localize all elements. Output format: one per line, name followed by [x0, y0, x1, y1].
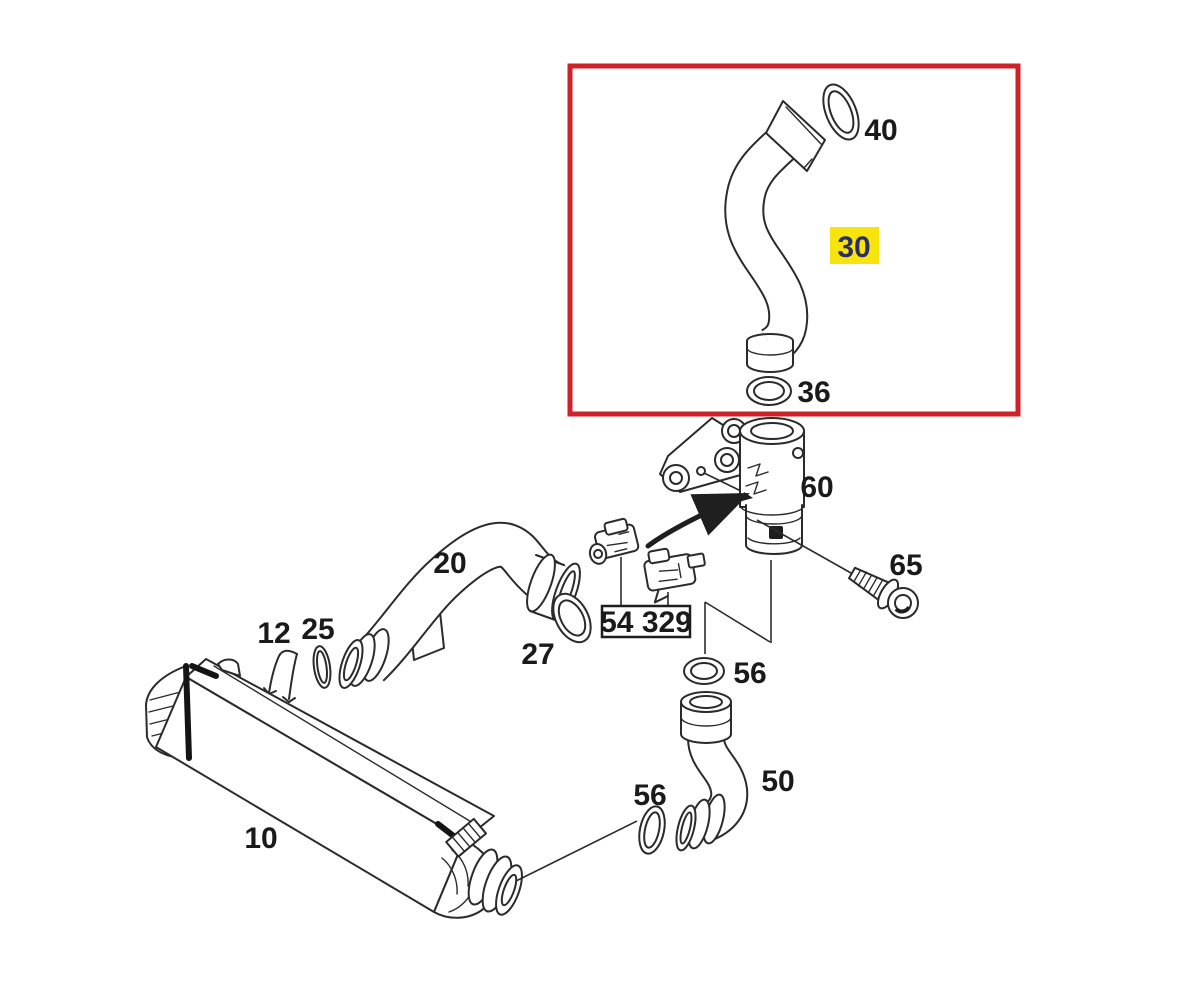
intercooler-outlet-rings	[467, 848, 523, 916]
hose-30-top-cuff	[765, 100, 826, 172]
part-36-label: 36	[797, 376, 830, 409]
highlight-label-30-bg	[830, 227, 879, 264]
hose-20	[338, 521, 581, 689]
hose-30	[724, 100, 826, 373]
part-65-label: 65	[889, 549, 922, 582]
seal-ring-56-upper	[683, 657, 725, 685]
bolt-head	[887, 587, 919, 619]
bolt-65	[756, 519, 919, 619]
part-27-label: 27	[521, 638, 554, 671]
part-12-label: 12	[257, 617, 290, 650]
part-54-329-label: 54 329	[600, 606, 692, 639]
seal-ring-27	[552, 592, 592, 644]
intercooler-10	[145, 658, 523, 919]
part-number-box	[600, 604, 692, 639]
connection-leader-lines	[704, 560, 772, 654]
pointer-arrow	[645, 493, 750, 549]
seal-ring-56-lower	[638, 805, 666, 855]
part-56-upper-label: 56	[733, 657, 766, 690]
seal-ring-25	[312, 645, 332, 689]
part-25-label: 25	[301, 613, 334, 646]
part-30-label: 30	[837, 231, 870, 264]
hose-50	[675, 691, 749, 852]
valve-54	[588, 517, 640, 565]
pipe-60-assembly	[659, 417, 805, 555]
highlight-box-30	[567, 63, 1021, 417]
intercooler-top-clip	[217, 658, 241, 677]
part-60-label: 60	[800, 471, 833, 504]
part-number-box-54-329	[600, 557, 692, 639]
part-10-label: 10	[244, 822, 277, 855]
intercooler-ribbed-stub	[445, 817, 487, 858]
leader-outlet-to-seal-56	[515, 820, 638, 882]
part-40-label: 40	[864, 114, 897, 147]
sensor-329	[643, 547, 706, 604]
seal-ring-36	[746, 376, 792, 406]
hose-30-bottom-cuff	[746, 340, 794, 373]
part-50-label: 50	[761, 765, 794, 798]
seal-ring-40	[822, 83, 860, 141]
part-20-label: 20	[433, 547, 466, 580]
leader-to-bolt	[756, 519, 852, 574]
part-56-lower-label: 56	[633, 779, 666, 812]
clip-12	[263, 649, 298, 703]
